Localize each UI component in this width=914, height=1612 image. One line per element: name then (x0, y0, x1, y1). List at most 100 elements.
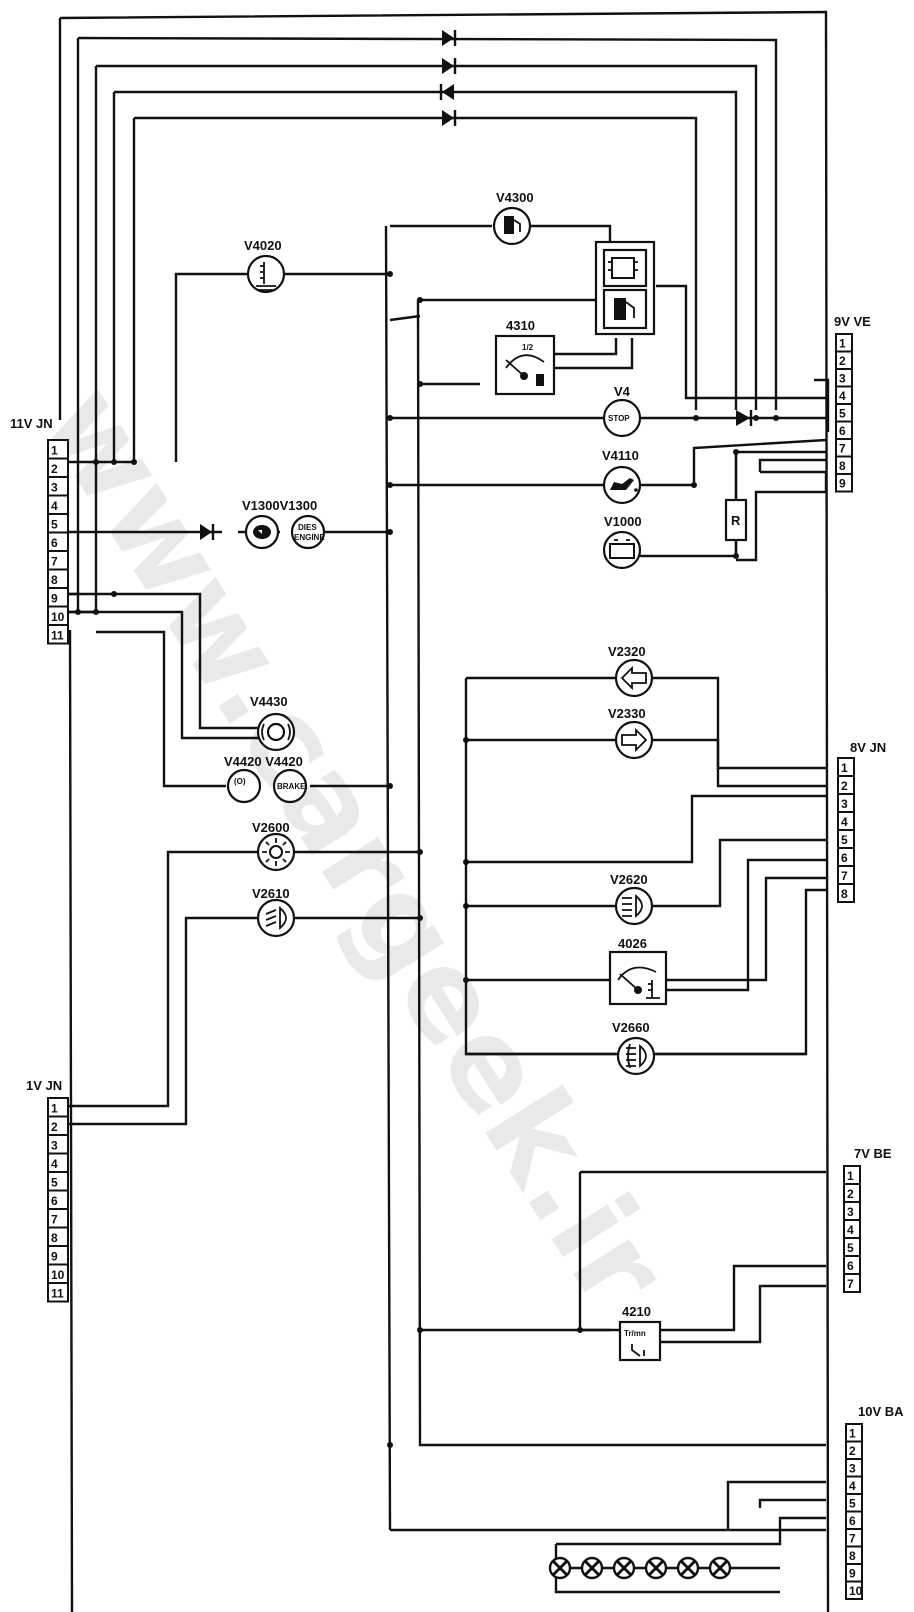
connector-pin-label: 4 (51, 1157, 58, 1171)
connector-pin-label: 3 (841, 797, 848, 811)
connector-pin-label: 7 (51, 555, 58, 569)
connector-pin-label: 2 (51, 1120, 58, 1134)
gauge-4026: 4026 (608, 936, 668, 1006)
connector-pin-label: 7 (849, 1532, 856, 1546)
gauge-4310: 4310 1/2 (494, 318, 556, 396)
fuel-level-gauge-icon (505, 354, 545, 386)
connector-pin-label: 8 (839, 459, 846, 473)
svg-text:1/2: 1/2 (522, 343, 534, 352)
connector-pin-label: 1 (841, 761, 848, 775)
connector-pin-label: 8 (51, 573, 58, 587)
bulb-cross (615, 1559, 633, 1577)
connector-pin-label: 6 (849, 1514, 856, 1528)
connector-pin-label: 2 (839, 354, 846, 368)
connector-pin (47, 624, 69, 645)
connector-pin-label: 5 (847, 1241, 854, 1255)
fuel-pump-icon (504, 216, 521, 234)
svg-text:V4300: V4300 (496, 190, 534, 205)
connector-pin-label: 9 (849, 1567, 856, 1581)
connector-pin-label: 1 (839, 337, 846, 351)
tachometer-switch-icon (631, 1344, 645, 1357)
indicator-v2660: V2660 (612, 1020, 656, 1076)
svg-text:V4420 V4420: V4420 V4420 (224, 754, 303, 769)
connector-title: 11V JN (10, 416, 53, 431)
svg-text:4310: 4310 (506, 318, 535, 333)
connector-pin-label: 11 (51, 629, 64, 643)
connector-pin-label: 9 (51, 1250, 58, 1264)
svg-text:DIES: DIES (298, 523, 317, 532)
gauge-4210: 4210 Tr/mn (618, 1304, 662, 1362)
glow-plug-icon (253, 525, 271, 539)
indicator-v4430: V4430 (250, 694, 296, 752)
svg-text:STOP: STOP (608, 414, 630, 423)
brake-pad-wear-icon (261, 722, 291, 742)
connector-pin-label: 2 (849, 1444, 856, 1458)
svg-text:V2600: V2600 (252, 820, 290, 835)
indicator-v4-stop: V4 STOP (602, 384, 642, 438)
indicator-v4420: V4420 V4420 (O) BRAKE (224, 754, 308, 804)
connector-title: 8V JN (850, 740, 886, 755)
svg-text:V2620: V2620 (610, 872, 648, 887)
svg-text:V2320: V2320 (608, 644, 646, 659)
wiring (58, 10, 830, 1612)
bulb-cross (551, 1559, 569, 1577)
fuel-pump-icon (614, 298, 635, 320)
connector-title: 7V BE (854, 1146, 892, 1161)
connector-pin-label: 7 (847, 1277, 854, 1291)
diode-icon (439, 30, 457, 126)
connector-pin-label: 4 (839, 389, 846, 403)
connector-title: 1V JN (26, 1078, 62, 1093)
svg-text:R: R (731, 513, 741, 528)
connector-pin-label: 1 (849, 1427, 856, 1441)
low-beam-icon (265, 906, 287, 930)
svg-text:V1000: V1000 (604, 514, 642, 529)
connector-pin (47, 1282, 69, 1303)
connector-pin (835, 473, 853, 493)
svg-text:4026: 4026 (618, 936, 647, 951)
connector-pin-label: 3 (847, 1205, 854, 1219)
connector-pin-label: 3 (849, 1462, 856, 1476)
connector-pin-label: 4 (51, 499, 58, 513)
svg-text:(O): (O) (234, 777, 246, 786)
svg-text:4210: 4210 (622, 1304, 651, 1319)
connector-pin-label: 3 (51, 1139, 58, 1153)
connector-pin-label: 3 (51, 481, 58, 495)
resistor: R (724, 498, 748, 542)
oil-pressure-icon (610, 478, 638, 492)
svg-text:ENGINE: ENGINE (294, 533, 325, 542)
connector-pin-label: 3 (839, 372, 846, 386)
chip-icon (608, 257, 638, 279)
bulb-cross (583, 1559, 601, 1577)
connector-pin-label: 9 (839, 477, 846, 491)
indicator-v4020: V4020 (244, 238, 286, 294)
connector-pin (837, 883, 855, 903)
indicator-v2600: V2600 (252, 820, 296, 872)
connector-pin-label: 2 (841, 779, 848, 793)
connector-pin-label: 1 (51, 1102, 58, 1116)
indicator-v1300: V1300V1300 DIES ENGINE (200, 498, 325, 550)
svg-text:V2660: V2660 (612, 1020, 650, 1035)
indicator-v2620: V2620 (610, 872, 654, 926)
arrow-right-icon (621, 727, 648, 753)
arrow-left-icon (620, 665, 647, 691)
connector-pin-label: 2 (847, 1187, 854, 1201)
indicator-v2610: V2610 (252, 886, 296, 938)
connector-pin-label: 1 (847, 1169, 854, 1183)
svg-text:V2330: V2330 (608, 706, 646, 721)
indicator-v2320: V2320 (608, 644, 654, 698)
svg-text:BRAKE: BRAKE (277, 782, 306, 791)
connector-title: 9V VE (834, 314, 871, 329)
connector-pin-label: 10 (51, 610, 65, 624)
connector-pin-label: 5 (839, 407, 846, 421)
sidelight-icon (262, 838, 290, 866)
connector-pin-label: 10 (51, 1268, 65, 1282)
connector-title: 10V BA (858, 1404, 904, 1419)
diode-icon (200, 524, 215, 540)
coolant-temperature-gauge-icon (617, 966, 660, 999)
